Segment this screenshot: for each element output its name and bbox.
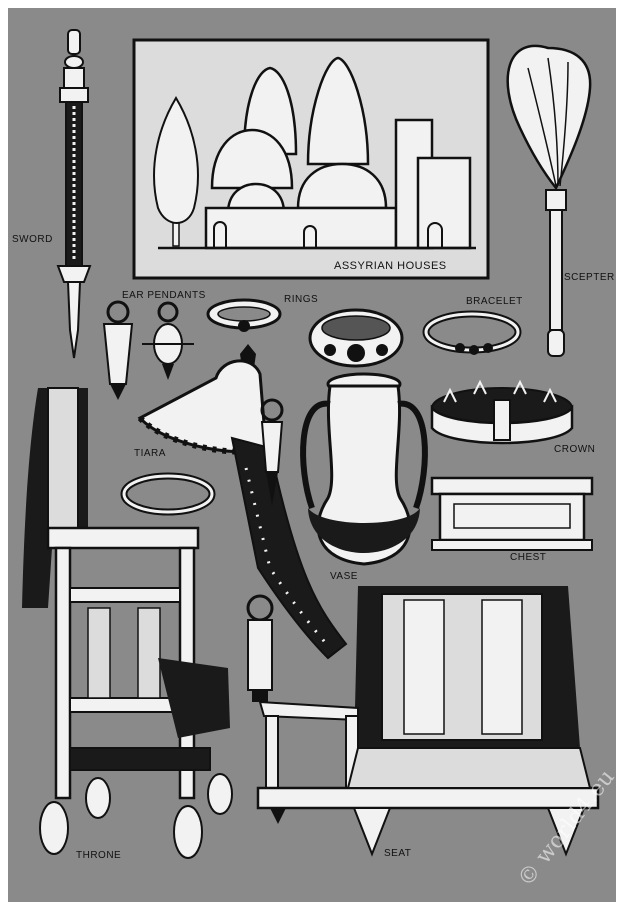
vase-illustration [300,372,428,566]
illustration-canvas [22,29,600,859]
label-crown: CROWN [554,444,596,455]
bracelet-illustration [422,310,522,355]
scepter-illustration [506,44,592,357]
label-ear-pendants: EAR PENDANTS [122,290,206,301]
label-sword: SWORD [12,234,53,245]
chest-illustration [430,476,594,551]
label-assyrian-houses: ASSYRIAN HOUSES [334,260,447,272]
label-seat: SEAT [384,848,412,859]
illustration-plate: SWORD ASSYRIAN HOUSES SCEPTER EAR PENDAN… [8,8,620,902]
throne-illustration [22,387,233,859]
label-scepter: SCEPTER [564,272,615,283]
seat-illustration [256,586,600,857]
label-rings: RINGS [284,294,319,305]
coiled-bracelet-illustration [120,472,216,516]
rings-illustration [206,298,404,368]
label-throne: THRONE [76,850,122,861]
crown-illustration [430,379,574,445]
assyrian-houses-illustration [132,38,490,280]
label-bracelet: BRACELET [466,296,523,307]
pendant-illustration [260,398,284,506]
tiara-illustration [137,344,348,660]
label-tiara: TIARA [134,448,166,459]
sword-illustration [56,29,92,359]
label-vase: VASE [330,571,358,582]
label-chest: CHEST [510,552,547,563]
finial-illustration [246,594,274,702]
ear-pendants-illustration [102,300,194,400]
